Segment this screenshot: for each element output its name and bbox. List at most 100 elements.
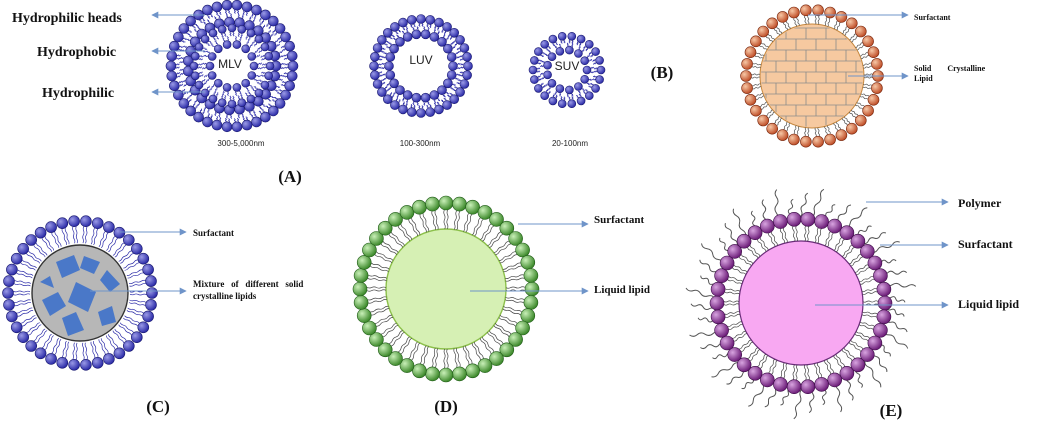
lipid-tail bbox=[374, 254, 393, 264]
lipid-head bbox=[839, 225, 855, 240]
lipid-tail bbox=[213, 90, 216, 95]
lipid-tail bbox=[563, 96, 566, 101]
lipid-tail bbox=[379, 55, 383, 58]
lipid-tail bbox=[386, 83, 390, 87]
lipid-tail bbox=[757, 239, 767, 252]
lipid-tail bbox=[783, 363, 788, 379]
lipid-head bbox=[800, 212, 816, 227]
label-hydrophobic: Hydrophobic bbox=[37, 45, 116, 60]
lipid-tail bbox=[738, 256, 752, 267]
lipid-tail bbox=[858, 324, 874, 330]
lipid-tail bbox=[481, 336, 495, 352]
lipid-head bbox=[264, 51, 274, 61]
lipid-head bbox=[452, 196, 467, 212]
lipid-tail bbox=[494, 323, 512, 335]
lipid-tail bbox=[389, 92, 393, 96]
lipid-head bbox=[425, 15, 436, 25]
lipid-head bbox=[788, 133, 800, 146]
lipid-tail bbox=[536, 70, 541, 73]
lipid-tail bbox=[771, 231, 778, 246]
lipid-head bbox=[873, 322, 888, 338]
lipid-tail bbox=[197, 63, 203, 66]
lipid-head bbox=[434, 17, 444, 28]
lipid-tail bbox=[843, 347, 855, 359]
lipid-tail bbox=[194, 99, 198, 104]
lipid-tail bbox=[835, 239, 845, 253]
lipid-tail bbox=[266, 23, 269, 27]
lipid-tail bbox=[541, 60, 545, 63]
lipid-head bbox=[489, 351, 504, 366]
lipid-tail bbox=[421, 105, 424, 109]
lipid-head bbox=[56, 356, 69, 369]
lipid-tail bbox=[434, 210, 439, 230]
lipid-head bbox=[591, 84, 600, 93]
lipid-head bbox=[766, 122, 779, 135]
lipid-tail bbox=[457, 50, 462, 54]
lipid-tail bbox=[371, 308, 390, 316]
lipid-head bbox=[596, 65, 606, 75]
lipid-tail bbox=[274, 89, 279, 92]
lipid-tail bbox=[455, 77, 459, 80]
lipid-tail bbox=[814, 15, 817, 25]
lipid-tail bbox=[393, 91, 396, 95]
lipid-head bbox=[727, 244, 743, 259]
lipid-tail bbox=[195, 105, 198, 109]
lipid-head bbox=[377, 87, 387, 97]
lipid-tail bbox=[85, 226, 88, 244]
lipid-head bbox=[459, 43, 470, 53]
lipid-tail bbox=[241, 113, 244, 118]
lipid-head bbox=[113, 226, 126, 239]
lipid-tail bbox=[241, 14, 244, 19]
lipid-tail bbox=[179, 61, 184, 64]
lipid-head bbox=[442, 22, 452, 32]
lipid-tail bbox=[841, 349, 853, 361]
lipid-tail bbox=[859, 321, 875, 327]
lipid-tail bbox=[262, 103, 266, 107]
lipid-tail bbox=[386, 46, 390, 49]
lipid-tail bbox=[248, 111, 252, 116]
lipid-head bbox=[34, 226, 47, 239]
lipid-head bbox=[395, 36, 405, 47]
lipid-tail bbox=[849, 33, 856, 41]
lipid-tail bbox=[776, 117, 782, 126]
lipid-head bbox=[260, 42, 270, 52]
lipid-tail bbox=[280, 45, 285, 49]
lipid-tail bbox=[732, 208, 747, 238]
lipid-tail bbox=[402, 101, 405, 105]
lipid-tail bbox=[862, 62, 872, 66]
lipid-head bbox=[178, 23, 190, 34]
lipid-tail bbox=[503, 306, 522, 313]
lipid-tail bbox=[756, 95, 765, 100]
lipid-head bbox=[34, 347, 47, 360]
lipid-head bbox=[438, 367, 454, 383]
lipid-head bbox=[871, 58, 883, 70]
lipid-tail bbox=[740, 254, 754, 265]
lipid-tail bbox=[588, 51, 592, 55]
lipid-head bbox=[859, 347, 875, 362]
lipid-head bbox=[757, 25, 770, 38]
lipid-tail bbox=[382, 81, 386, 85]
lipid-tail bbox=[768, 233, 776, 247]
panel-label-a: (A) bbox=[278, 167, 302, 186]
lipid-tail bbox=[199, 108, 203, 113]
lipid-tail bbox=[493, 240, 509, 254]
lipid-head bbox=[437, 36, 447, 47]
lipid-tail bbox=[35, 242, 48, 256]
lipid-tail bbox=[277, 37, 281, 41]
lipid-tail bbox=[203, 74, 208, 78]
lipid-tail bbox=[199, 19, 203, 24]
lipid-tail bbox=[757, 353, 767, 367]
lipid-tail bbox=[384, 86, 388, 89]
lipid-tail bbox=[371, 262, 390, 270]
lipid-head bbox=[411, 92, 422, 103]
lipid-tail bbox=[14, 299, 31, 303]
lipid-tail bbox=[761, 42, 769, 48]
lipid-tail bbox=[728, 323, 743, 331]
lipid-head bbox=[406, 15, 417, 25]
lipid-tail bbox=[26, 253, 41, 264]
lipid-tail bbox=[427, 26, 430, 31]
lipid-tail bbox=[537, 62, 542, 65]
lipid-head bbox=[455, 35, 465, 45]
lipid-tail bbox=[861, 288, 877, 293]
lipid-tail bbox=[426, 23, 429, 28]
